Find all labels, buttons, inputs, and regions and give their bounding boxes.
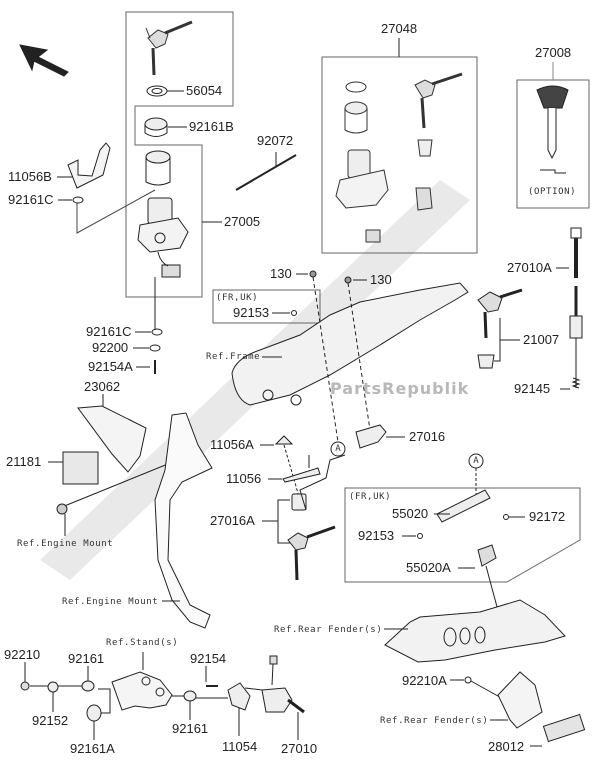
part-label-55020A[interactable]: 55020A [406, 560, 451, 575]
fr-uk-note-2: (FR,UK) [349, 492, 392, 502]
part-label-21181[interactable]: 21181 [6, 454, 42, 469]
callout-a-label-1: A [335, 444, 341, 454]
part-label-27010[interactable]: 27010 [281, 741, 318, 756]
part-label-130-right[interactable]: 130 [370, 272, 392, 287]
part-label-11054[interactable]: 11054 [222, 739, 258, 754]
ref-frame-label: Ref.Frame [206, 352, 261, 362]
callout-a-circle-1 [330, 441, 346, 457]
part-label-11056[interactable]: 11056 [226, 471, 262, 486]
plate-55020 [436, 489, 491, 523]
collar-92161-left [81, 680, 95, 692]
bracket-11056A [274, 435, 294, 445]
part-label-92210A[interactable]: 92210A [402, 673, 447, 688]
side-stand-switch-27010 [261, 655, 305, 740]
callout-a-label-2: A [473, 456, 479, 466]
cable-tie-92072 [235, 154, 297, 191]
part-label-11056B[interactable]: 11056B [8, 169, 52, 184]
watermark: PartsRepublik [330, 379, 470, 398]
part-label-92153-top[interactable]: 92153 [233, 305, 270, 320]
license-bracket [497, 671, 543, 729]
fr-uk-box-2 [344, 487, 581, 583]
key-set-21007 [477, 288, 523, 369]
ref-rear-fender-label-2: Ref.Rear Fender(s) [380, 716, 489, 726]
nut-92210 [20, 681, 30, 691]
plate-11056 [282, 467, 321, 483]
ref-rear-fender-label-1: Ref.Rear Fender(s) [274, 625, 383, 635]
ref-engine-mount-label-2: Ref.Engine Mount [62, 597, 159, 607]
washer-56054 [146, 85, 168, 97]
ref-engine-mount-label-1: Ref.Engine Mount [17, 539, 114, 549]
nut-92210A [464, 676, 472, 684]
rear-fender [384, 599, 566, 663]
part-label-92161-right[interactable]: 92161 [172, 721, 209, 736]
part-label-92200[interactable]: 92200 [92, 340, 129, 355]
frame-reference [231, 282, 469, 406]
part-label-92145[interactable]: 92145 [514, 381, 551, 396]
ignition-switch-27005 [137, 197, 189, 278]
part-label-92161C-top[interactable]: 92161C [8, 192, 54, 207]
switch-plate-11054 [227, 682, 251, 711]
cap-92161B [144, 117, 187, 137]
lock-cylinder-housing [145, 150, 171, 186]
part-label-27010A[interactable]: 27010A [507, 260, 552, 275]
group-box-27005 [125, 11, 234, 298]
ref-stand-label: Ref.Stand(s) [106, 638, 179, 648]
key-icon [145, 20, 193, 76]
part-label-27016A[interactable]: 27016A [210, 513, 255, 528]
part-label-92153-bottom[interactable]: 92153 [358, 528, 395, 543]
engine-mount-bracket [154, 412, 213, 629]
bracket-23062 [77, 405, 147, 473]
ignition-set-27048 [335, 72, 463, 243]
part-label-27005[interactable]: 27005 [224, 214, 261, 229]
spare-key-27008 [536, 85, 569, 174]
part-label-56054[interactable]: 56054 [186, 83, 223, 98]
fr-uk-note-1: (FR,UK) [216, 293, 259, 303]
option-note: (OPTION) [528, 187, 577, 197]
part-label-92152[interactable]: 92152 [32, 713, 69, 728]
fr-uk-box-1 [212, 289, 321, 324]
part-label-92154[interactable]: 92154 [190, 651, 227, 666]
collar-92161-right [183, 690, 197, 702]
part-label-92161-left[interactable]: 92161 [68, 651, 105, 666]
part-label-92172[interactable]: 92172 [529, 509, 566, 524]
part-label-130-left[interactable]: 130 [270, 266, 292, 281]
washer-92152 [47, 681, 59, 693]
direction-arrow-icon [19, 44, 69, 77]
part-label-92072[interactable]: 92072 [257, 133, 294, 148]
part-label-92154A[interactable]: 92154A [88, 359, 133, 374]
bolt-engine-mount [56, 503, 68, 515]
part-label-92161B[interactable]: 92161B [189, 119, 234, 134]
part-label-27048[interactable]: 27048 [381, 21, 418, 36]
part-label-92161C-bottom[interactable]: 92161C [86, 324, 132, 339]
part-label-11056A[interactable]: 11056A [210, 437, 254, 452]
module-21181 [62, 451, 99, 485]
collar-92161A [86, 704, 102, 722]
stand-bracket [111, 671, 173, 711]
part-label-55020[interactable]: 55020 [392, 506, 429, 521]
cable-27010A [556, 227, 583, 390]
part-label-27016[interactable]: 27016 [409, 429, 446, 444]
lock-27016 [355, 424, 387, 449]
part-label-27008[interactable]: 27008 [535, 45, 572, 60]
bracket-11056B [57, 142, 111, 189]
part-label-92210[interactable]: 92210 [4, 647, 41, 662]
part-label-92161A[interactable]: 92161A [70, 741, 115, 756]
bracket-55020A [477, 544, 497, 567]
part-label-28012[interactable]: 28012 [488, 739, 525, 754]
part-label-21007[interactable]: 21007 [523, 332, 560, 347]
part-label-23062[interactable]: 23062 [84, 379, 121, 394]
reflector-28012 [542, 713, 586, 743]
